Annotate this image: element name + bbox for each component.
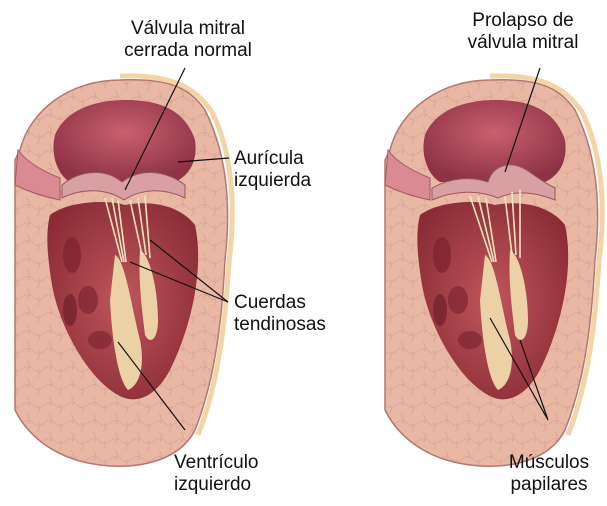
label-left-atrium: Aurícula izquierda: [234, 148, 311, 192]
label-prolapse-line2: válvula mitral: [448, 32, 598, 54]
label-normal-valve: Válvula mitral cerrada normal: [100, 18, 276, 62]
label-papillary-line2: papilares: [497, 474, 601, 496]
label-normal-valve-line1: Válvula mitral: [100, 18, 276, 40]
label-left-ventricle: Ventrículo izquierdo: [174, 452, 259, 496]
label-left-ventricle-line1: Ventrículo: [174, 452, 259, 474]
label-normal-valve-line2: cerrada normal: [100, 40, 276, 62]
prolapse-heart: [385, 68, 602, 466]
label-chordae-line2: tendinosas: [234, 314, 326, 336]
label-chordae-line1: Cuerdas: [234, 292, 326, 314]
label-chordae: Cuerdas tendinosas: [234, 292, 326, 336]
label-prolapse-line1: Prolapso de: [448, 10, 598, 32]
label-left-ventricle-line2: izquierdo: [174, 474, 259, 496]
label-prolapse: Prolapso de válvula mitral: [448, 10, 598, 54]
label-papillary: Músculos papilares: [497, 452, 601, 496]
left-atrium: [423, 100, 565, 182]
label-left-atrium-line1: Aurícula: [234, 148, 311, 170]
label-papillary-line1: Músculos: [497, 452, 601, 474]
normal-heart: [15, 68, 232, 466]
label-left-atrium-line2: izquierda: [234, 170, 311, 192]
left-atrium: [53, 100, 195, 182]
